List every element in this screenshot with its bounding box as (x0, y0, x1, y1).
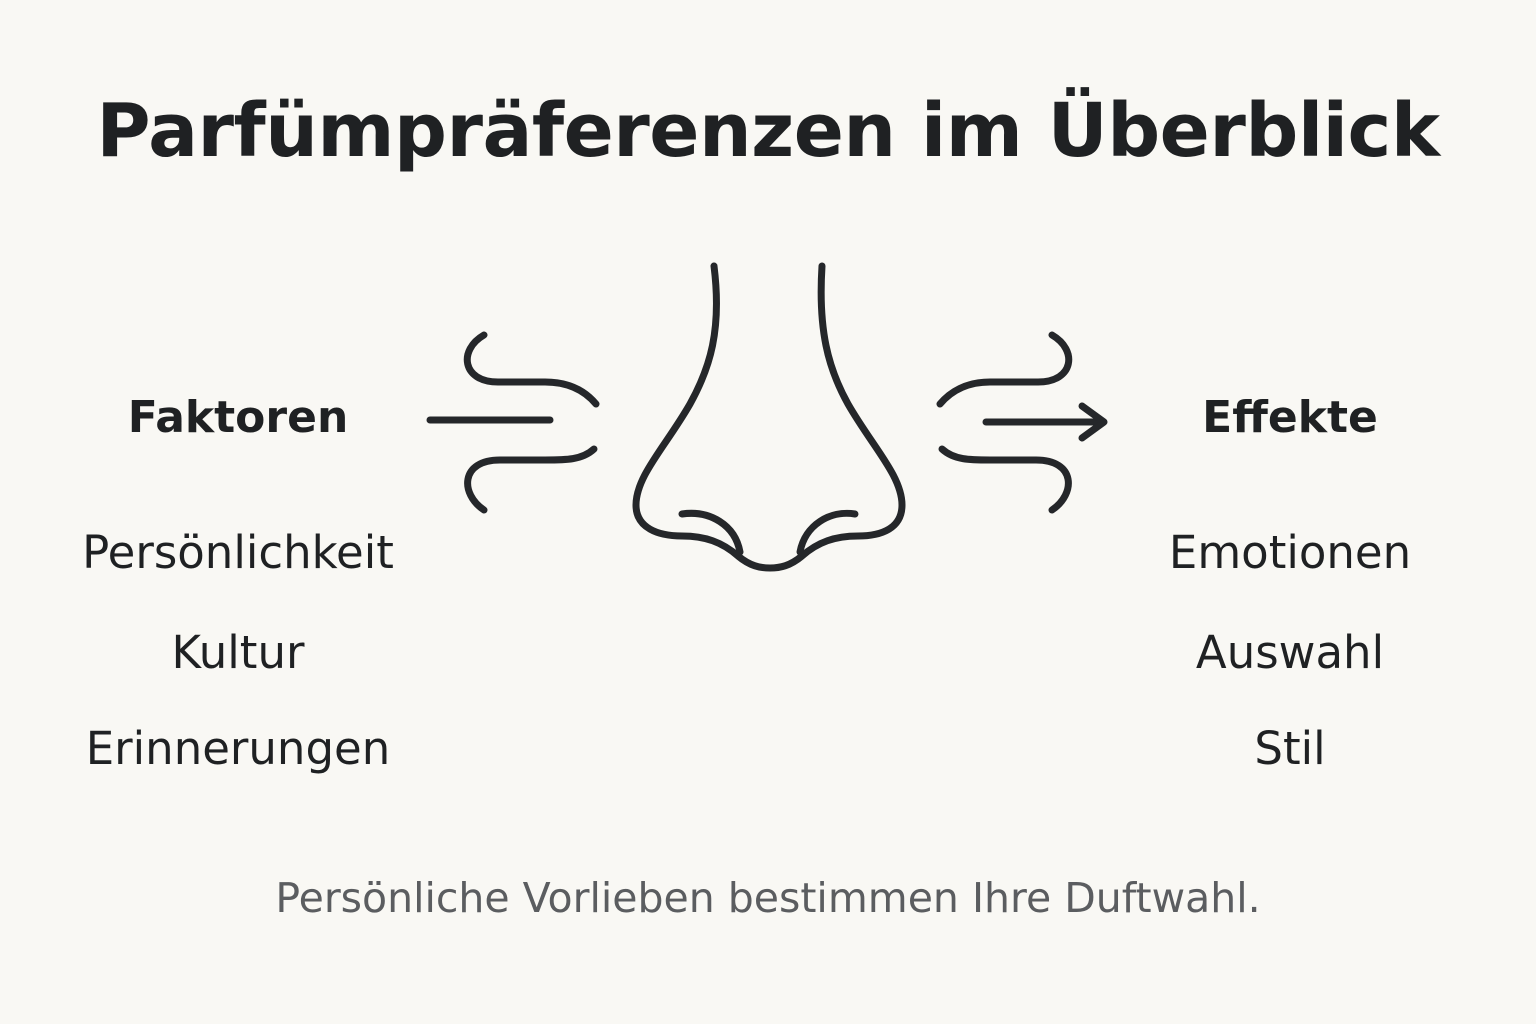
effect-item-emotions: Emotionen (1168, 526, 1412, 579)
effect-item-choice: Auswahl (1195, 626, 1385, 679)
page-title: Parfümpräferenzen im Überblick (96, 88, 1440, 174)
factor-item-culture: Kultur (171, 626, 305, 679)
airflow-in-icon (426, 331, 600, 514)
caption: Persönliche Vorlieben bestimmen Ihre Duf… (275, 874, 1261, 922)
nose-icon (632, 262, 906, 572)
factors-heading: Faktoren (127, 392, 349, 443)
factor-item-memories: Erinnerungen (85, 722, 391, 775)
arrow-right-icon (982, 402, 1108, 442)
factor-item-personality: Persönlichkeit (82, 526, 394, 579)
effects-heading: Effekte (1202, 392, 1378, 443)
airflow-out-icon (936, 331, 1073, 514)
effect-item-style: Stil (1254, 722, 1326, 775)
